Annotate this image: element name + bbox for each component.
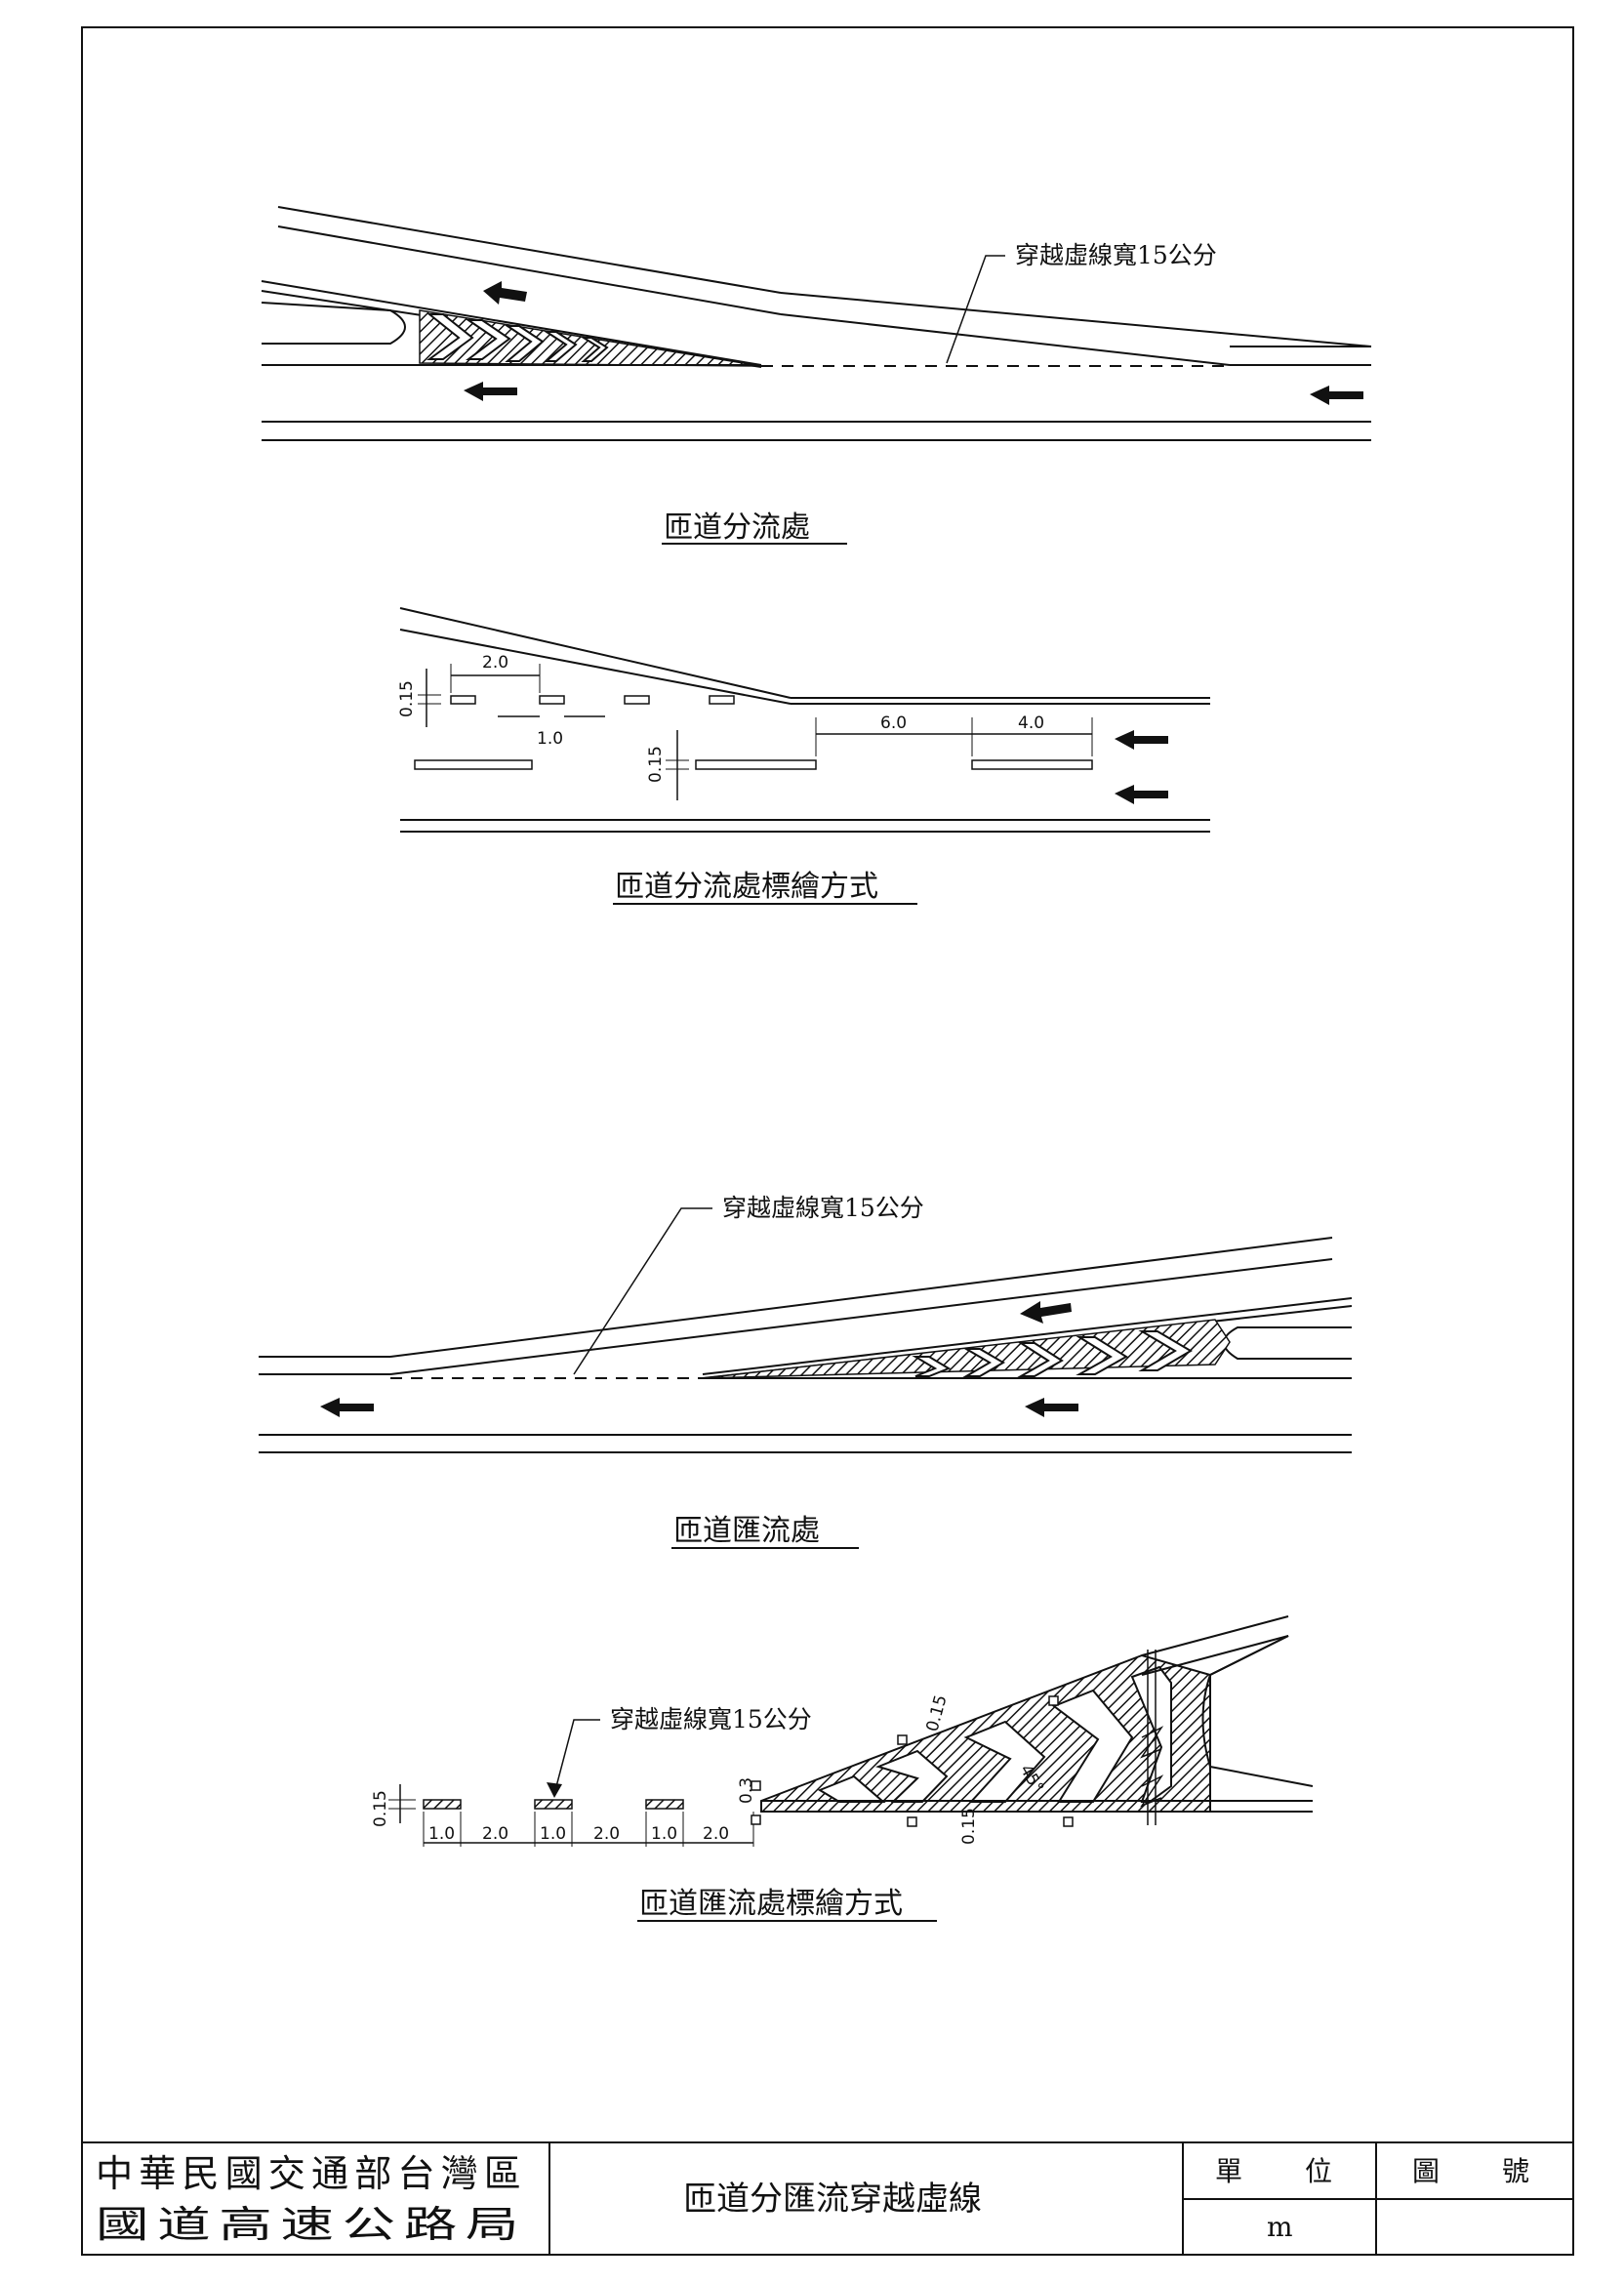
drawing-title: 匝道分匯流穿越虛線	[683, 2180, 982, 2219]
dim-0-15: 0.15	[397, 680, 417, 717]
dim-4-0: 4.0	[1018, 713, 1044, 733]
arrow-icon	[464, 382, 517, 401]
merge-marking-caption: 匝道匯流處標繪方式	[639, 1887, 903, 1921]
org-name-line2: 國道高速公路局	[96, 2203, 527, 2246]
merge-caption: 匝道匯流處	[673, 1514, 820, 1548]
dim-0-15: 0.15	[646, 746, 666, 783]
diverge-marking-diagram: 2.0 1.0 0.15 0.15 6.0 4.0	[397, 607, 1210, 833]
note-leader	[573, 1207, 712, 1375]
chevrons	[426, 313, 609, 362]
merge-marking-diagram: 0.15 1.0 2.0 1.0 2.0 1.0 2.0 穿越虛線寬15公分	[371, 1615, 1314, 1847]
chevrons	[912, 1330, 1193, 1377]
dim-2-0: 2.0	[703, 1824, 729, 1844]
arrow-icon	[1020, 1301, 1072, 1324]
diverge-diagram: 穿越虛線寬15公分	[261, 206, 1372, 441]
merge-marking-note: 穿越虛線寬15公分	[610, 1705, 812, 1733]
dim-1-0: 1.0	[540, 1824, 566, 1844]
dim-1-0: 1.0	[428, 1824, 455, 1844]
arrow-icon	[1115, 785, 1168, 804]
note-leader	[946, 255, 1005, 364]
dim-2-0: 2.0	[482, 653, 508, 673]
diverge-note: 穿越虛線寬15公分	[1015, 241, 1217, 269]
arrow-icon	[1310, 386, 1363, 405]
dim-0-15: 0.15	[923, 1693, 952, 1734]
unit-value: m	[1267, 2211, 1293, 2243]
dim-0-15: 0.15	[959, 1808, 979, 1845]
dim-0-15: 0.15	[371, 1790, 390, 1827]
org-name-line1: 中華民國交通部台灣區	[96, 2152, 527, 2195]
dim-6-0: 6.0	[880, 713, 907, 733]
arrow-icon	[320, 1398, 374, 1417]
diverge-caption: 匝道分流處	[664, 510, 810, 545]
arrow-icon	[1025, 1398, 1078, 1417]
sheet-border	[81, 26, 1574, 2256]
arrow-icon	[483, 281, 527, 305]
dim-2-0: 2.0	[482, 1824, 508, 1844]
diverge-marking-caption: 匝道分流處標繪方式	[615, 870, 878, 904]
unit-label: 單 位	[1215, 2155, 1332, 2187]
note-leader	[553, 1719, 600, 1795]
dim-2-0: 2.0	[593, 1824, 620, 1844]
drawing-number-label: 圖 號	[1412, 2155, 1529, 2187]
merge-diagram: 穿越虛線寬15公分	[259, 1194, 1353, 1453]
dim-1-0: 1.0	[651, 1824, 677, 1844]
arrow-icon	[1115, 730, 1168, 750]
dim-1-0: 1.0	[537, 729, 563, 749]
dim-0-3: 0.3	[737, 1777, 756, 1804]
merge-note: 穿越虛線寬15公分	[722, 1194, 924, 1222]
title-block	[82, 2141, 1573, 2255]
